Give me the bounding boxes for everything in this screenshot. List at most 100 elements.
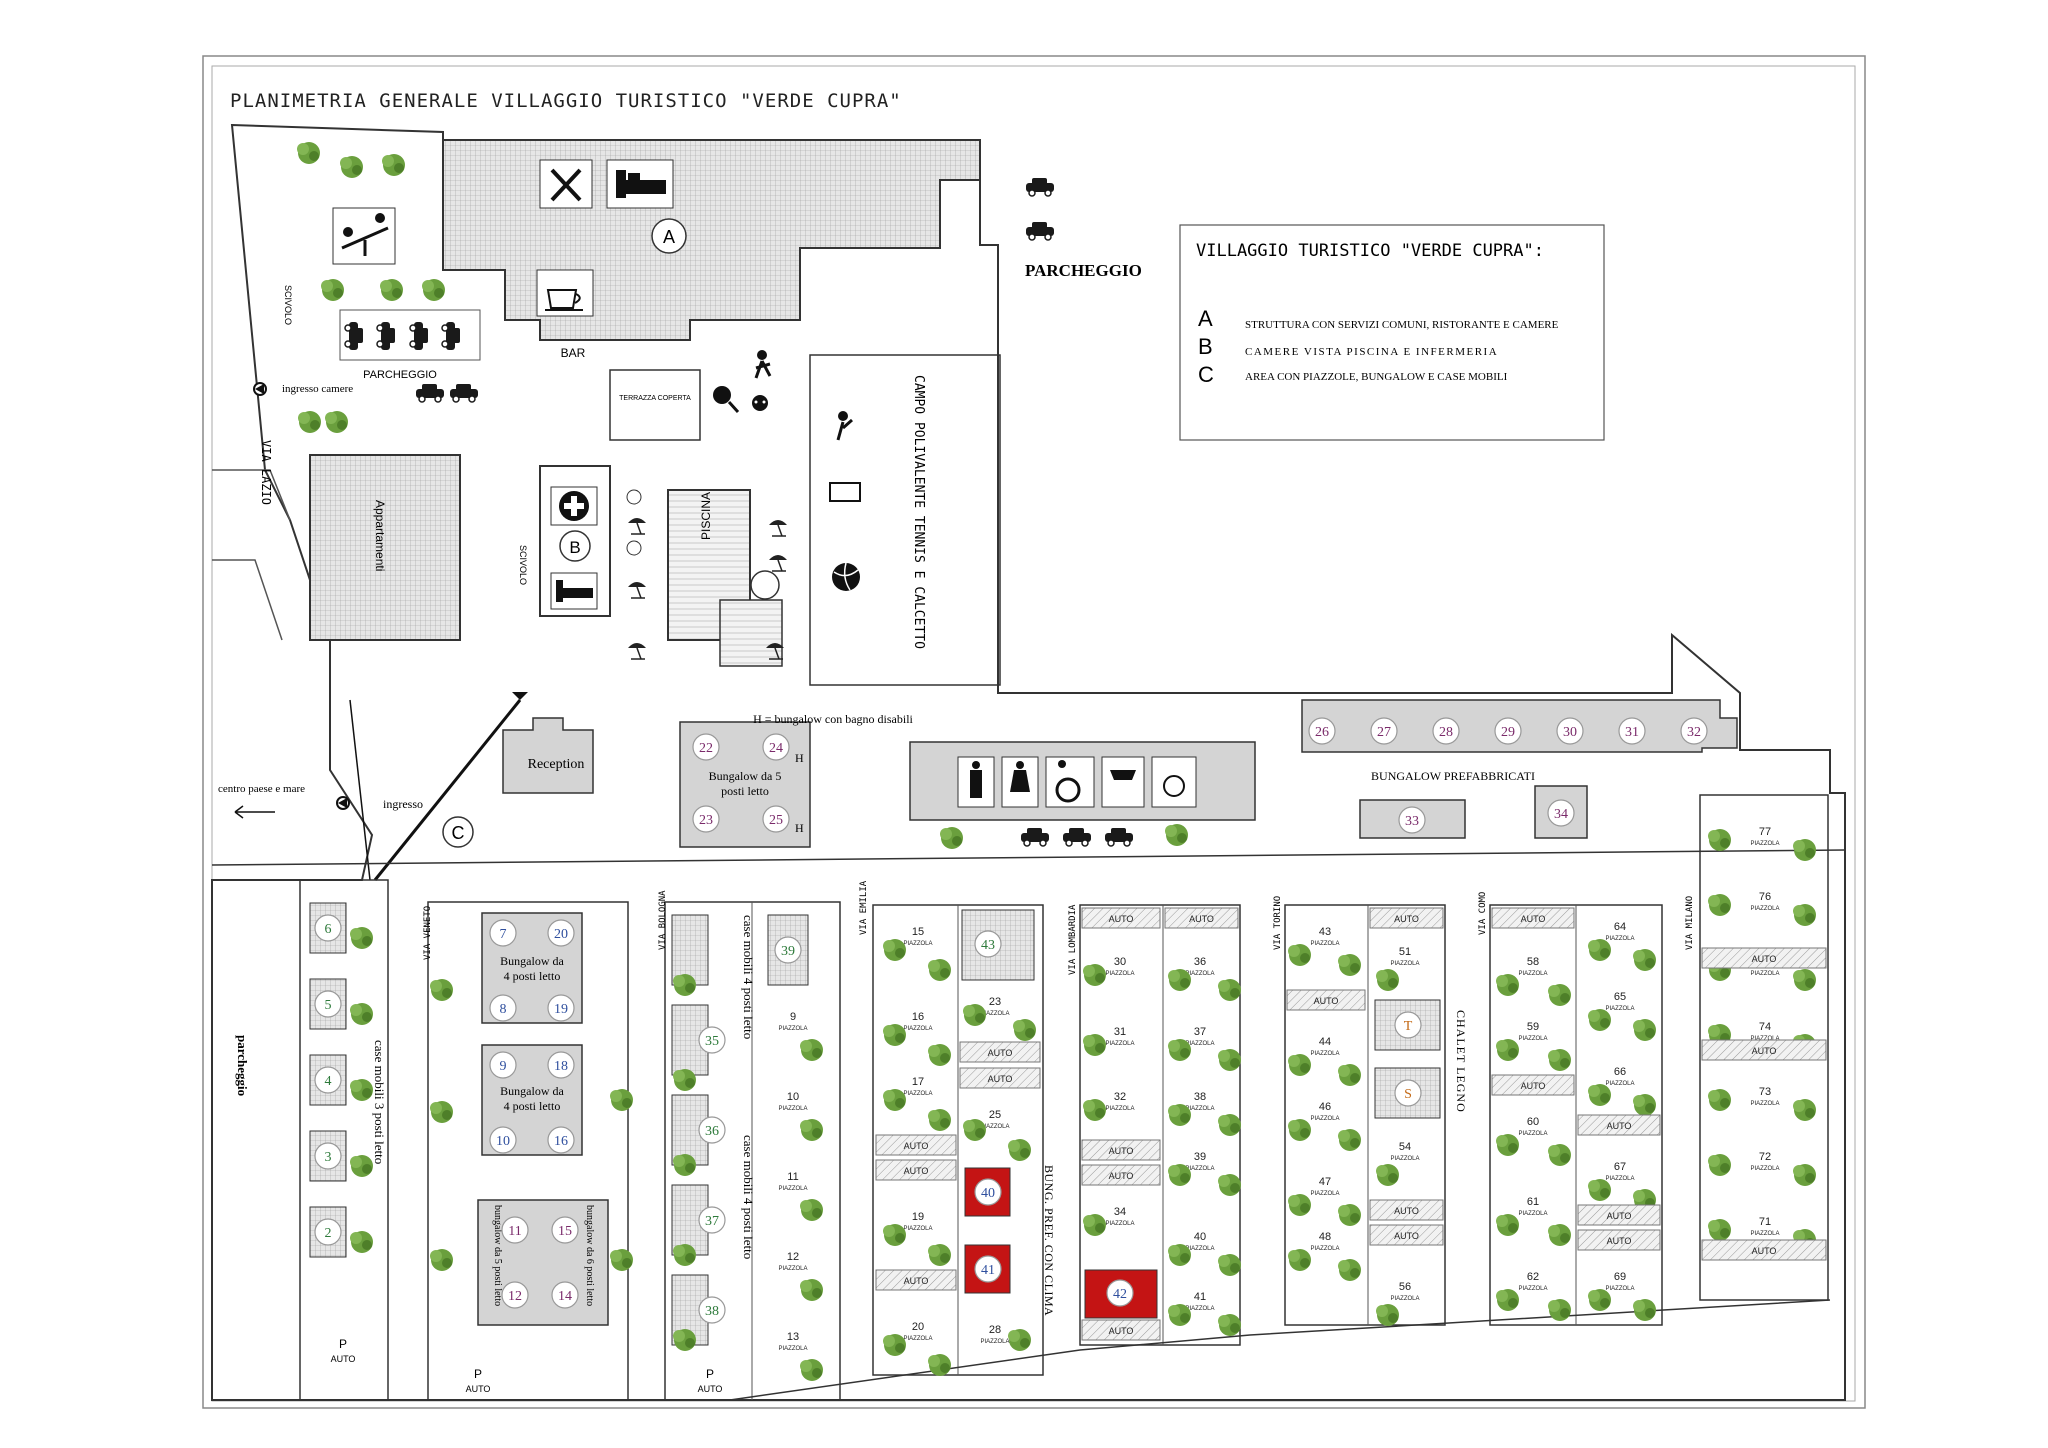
tree-icon <box>1218 1114 1241 1136</box>
auto-label: AUTO <box>904 1141 929 1151</box>
auto-slot <box>1081 1139 1161 1161</box>
umbrella-icon <box>627 581 647 599</box>
tree-icon <box>350 927 373 949</box>
tree-icon <box>928 1244 951 1266</box>
svg-text:38: 38 <box>705 1304 719 1319</box>
street-label: VIA TORINO <box>1273 896 1283 950</box>
legend-key-a: A <box>1198 306 1213 331</box>
ingresso-label: ingresso <box>383 797 423 811</box>
piazzola-number: 54 <box>1399 1141 1411 1153</box>
piazzola-number: 73 <box>1759 1086 1771 1098</box>
piazzola-number: 69 <box>1614 1271 1626 1283</box>
tree-icon <box>1168 1164 1191 1186</box>
tree-icon <box>1548 1299 1571 1321</box>
playground-icon <box>332 207 396 265</box>
tree-icon <box>350 1231 373 1253</box>
piazzola-label: PIAZZOLA <box>778 1186 807 1192</box>
bungalow-5-label-1: Bungalow da 5 <box>709 769 782 783</box>
mobile-home-number: 38 <box>698 1296 726 1324</box>
svg-text:36: 36 <box>705 1124 719 1139</box>
h-marker: H <box>795 821 804 835</box>
umbrella-icon <box>768 519 788 537</box>
tree-icon <box>610 1089 633 1111</box>
piazzola-label: PIAZZOLA <box>1605 1286 1634 1292</box>
piazzola-number: 37 <box>1194 1026 1206 1038</box>
svg-text:40: 40 <box>981 1186 995 1201</box>
tree-icon <box>673 1154 696 1176</box>
svg-text:42: 42 <box>1113 1287 1127 1302</box>
reception-building <box>502 717 594 794</box>
auto-label: AUTO <box>1752 1246 1777 1256</box>
mobile-home <box>671 1004 709 1076</box>
auto-slot <box>1577 1229 1661 1251</box>
entrance-marker-rooms <box>253 382 267 396</box>
svg-text:43: 43 <box>981 938 995 953</box>
tree-icon <box>1168 1039 1191 1061</box>
piazzola-number: 77 <box>1759 826 1771 838</box>
zone-b-marker <box>559 530 591 562</box>
mobile-home-number: 39 <box>774 936 802 964</box>
bungalow-number: 33 <box>1398 806 1426 834</box>
svg-text:28: 28 <box>1439 725 1453 740</box>
tree-icon <box>325 411 348 433</box>
tree-icon <box>1338 1204 1361 1226</box>
bungalow-number: 42 <box>1106 1279 1134 1307</box>
svg-text:8: 8 <box>500 1002 507 1017</box>
car-icon <box>415 383 445 403</box>
ping-pong-icon <box>713 386 740 414</box>
tree-icon <box>430 979 453 1001</box>
hot-tub <box>750 570 780 600</box>
svg-text:4: 4 <box>325 1074 332 1089</box>
piazzola-label: PIAZZOLA <box>1750 971 1779 977</box>
piazzola-number: 74 <box>1759 1021 1771 1033</box>
bungalow-6-label: bungalow da 6 posti letto <box>584 1205 595 1306</box>
bungalow-number: 23 <box>692 805 720 833</box>
restaurant-icon <box>539 159 593 209</box>
piazzola-label: PIAZZOLA <box>1310 941 1339 947</box>
piazzola-label: PIAZZOLA <box>980 1339 1009 1345</box>
soccer-goal-icon <box>829 482 861 502</box>
svg-text:10: 10 <box>496 1134 510 1149</box>
svg-text:7: 7 <box>500 927 507 942</box>
car-icon <box>1025 177 1055 197</box>
car-icon <box>1104 827 1134 847</box>
piazzola-number: 15 <box>912 926 924 938</box>
tree-icon <box>1793 904 1816 926</box>
property-boundary <box>211 123 1846 1401</box>
piazzola-label: PIAZZOLA <box>1390 961 1419 967</box>
piazzola-number: 59 <box>1527 1021 1539 1033</box>
auto-slot <box>875 1159 957 1181</box>
bungalow-number: 18 <box>547 1051 575 1079</box>
auto-slot <box>1577 1114 1661 1136</box>
piazzola-number: 72 <box>1759 1151 1771 1163</box>
auto-slot <box>1701 1039 1827 1061</box>
tree-icon <box>883 1224 906 1246</box>
piazzola-label: PIAZZOLA <box>1310 1051 1339 1057</box>
svg-text:14: 14 <box>558 1289 572 1304</box>
svg-text:18: 18 <box>554 1059 568 1074</box>
piazzola-number: 38 <box>1194 1091 1206 1103</box>
bungalow-number: 34 <box>1547 799 1575 827</box>
tree-icon <box>1218 1254 1241 1276</box>
reception-label: Reception <box>528 757 585 772</box>
prefab-number: 26 <box>1308 717 1336 745</box>
tree-icon <box>350 1079 373 1101</box>
tree-icon <box>1288 1119 1311 1141</box>
auto-label: AUTO <box>904 1166 929 1176</box>
piazzola-number: 65 <box>1614 991 1626 1003</box>
piazzola-label: PIAZZOLA <box>1750 1101 1779 1107</box>
tree-icon <box>1083 1099 1106 1121</box>
auto-slot <box>1081 1164 1161 1186</box>
table-icon <box>626 489 642 505</box>
mobile-homes-4b-label: case mobili 4 posti letto <box>741 1135 756 1259</box>
piazzola-label: PIAZZOLA <box>1750 906 1779 912</box>
legend-text-c: AREA CON PIAZZOLE, BUNGALOW E CASE MOBIL… <box>1245 371 1508 383</box>
auto-slot <box>1081 907 1161 929</box>
piazzola-label: PIAZZOLA <box>1185 1246 1214 1252</box>
toilet-woman-icon <box>1001 756 1039 808</box>
piazzola-label: PIAZZOLA <box>1605 1176 1634 1182</box>
tree-icon <box>963 1004 986 1026</box>
auto-label: AUTO <box>988 1074 1013 1084</box>
svg-text:9: 9 <box>500 1059 507 1074</box>
